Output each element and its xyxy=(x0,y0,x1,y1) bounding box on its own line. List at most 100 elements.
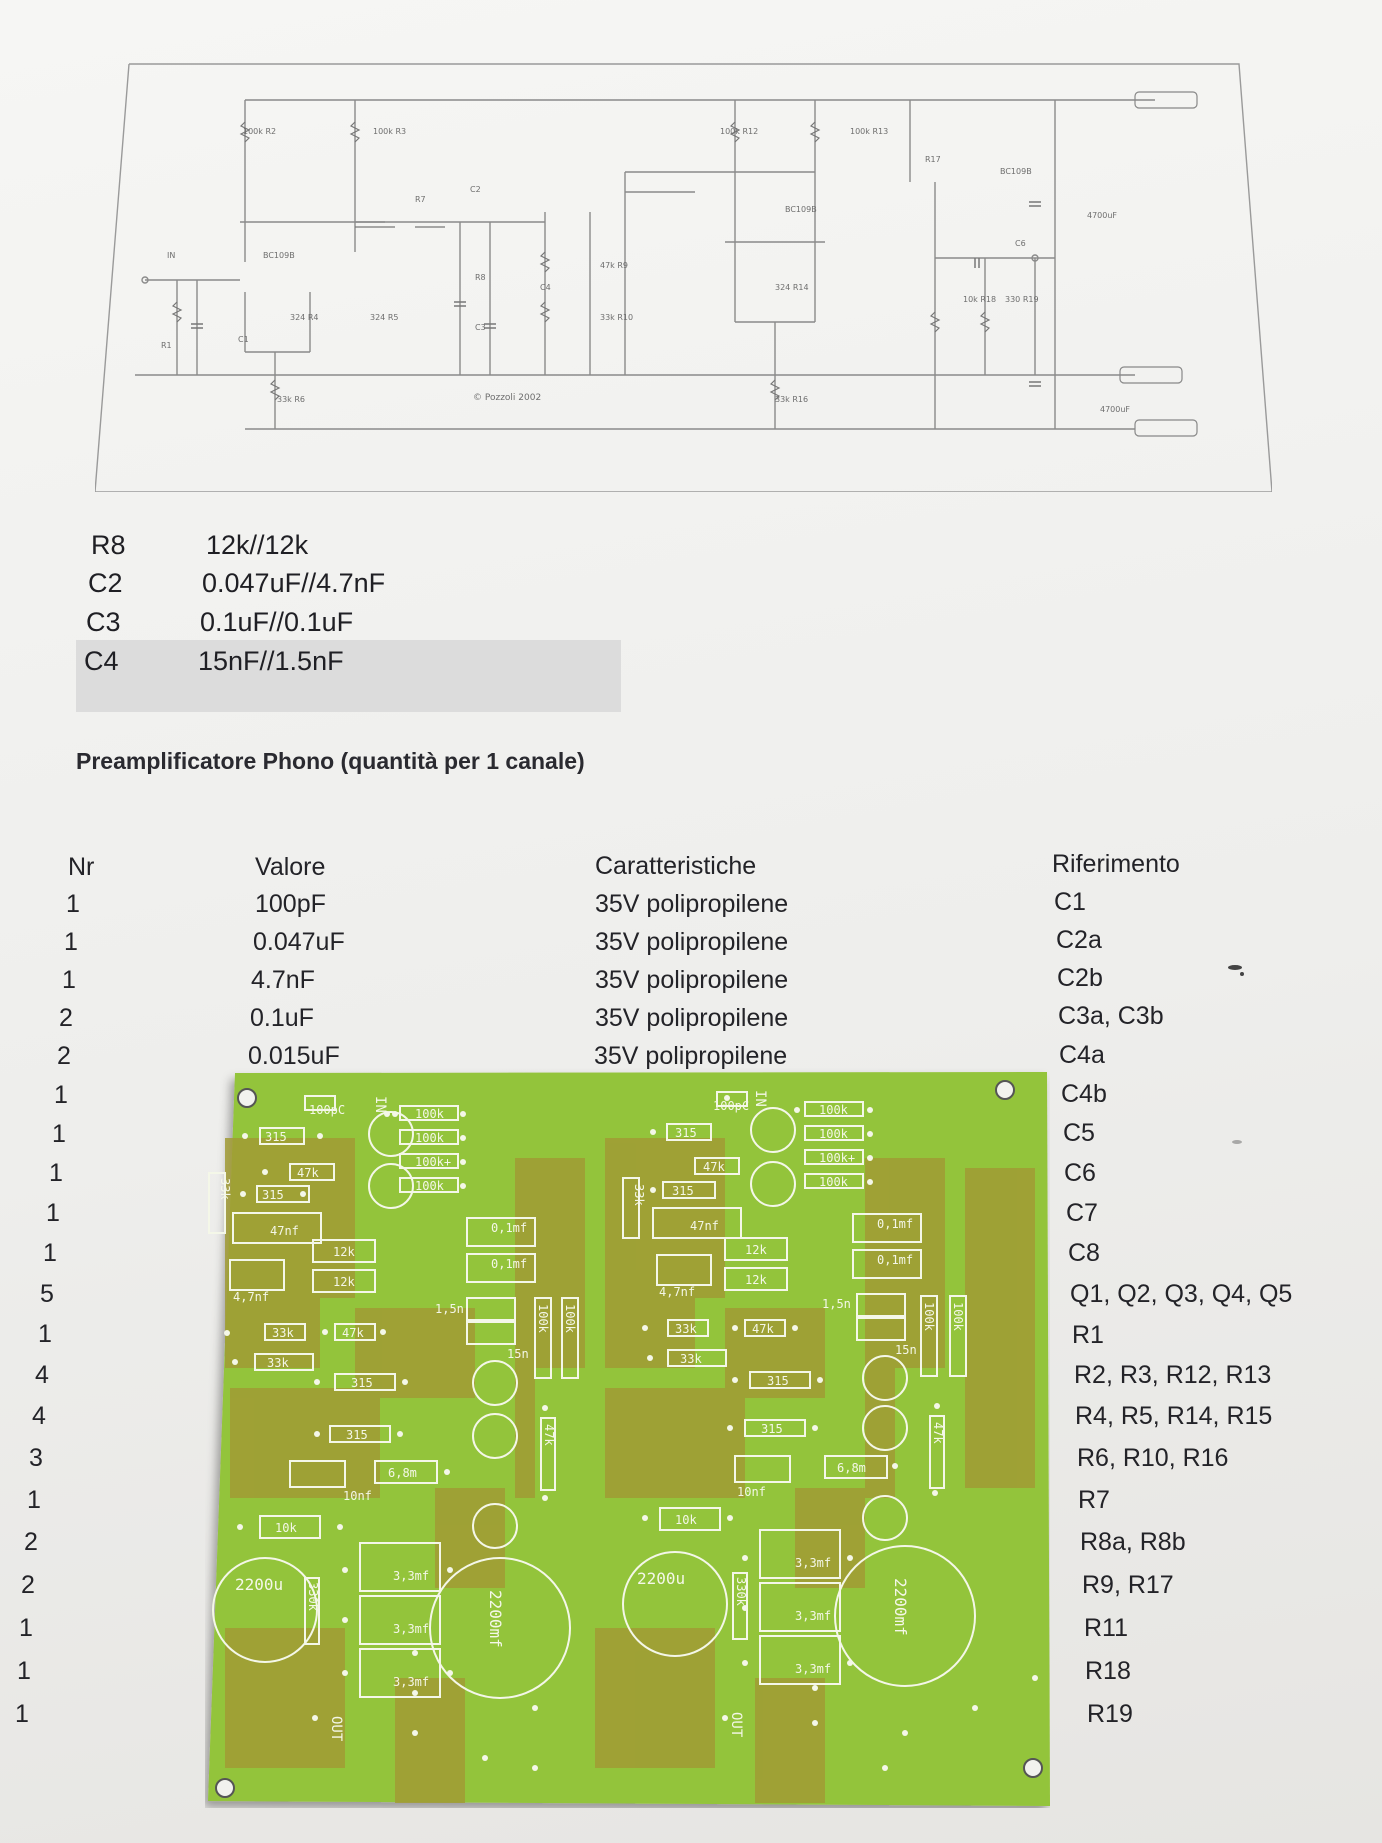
pcb-label-0-1mf-b: 0,1mf xyxy=(877,1253,913,1267)
pcb-label-315c: 315 xyxy=(351,1376,373,1390)
pcb-label-33k-a: 33k xyxy=(675,1322,697,1336)
pcb-label-100k-b: 100k xyxy=(819,1127,849,1141)
schem-r10: 33k R10 xyxy=(600,313,633,322)
schem-c8: 4700uF xyxy=(1100,405,1130,414)
pcb-label-2200mf: 2200mf xyxy=(486,1590,505,1648)
bom-header-valore: Valore xyxy=(255,853,326,881)
paper-speck xyxy=(1240,972,1244,976)
pcb-label-0-1mf-a: 0,1mf xyxy=(491,1221,527,1235)
pcb-label-3-3mf-a: 3,3mf xyxy=(795,1556,831,1570)
schem-c3: C3 xyxy=(475,323,486,332)
pcb-label-100k-b: 100k xyxy=(415,1131,445,1145)
repl-ref: R8 xyxy=(91,530,126,560)
pcb-label-330k: 330k xyxy=(306,1582,320,1612)
pcb-label-100k-d: 100k xyxy=(415,1179,445,1193)
bom-nr: 2 xyxy=(21,1571,35,1599)
bom-nr: 1 xyxy=(38,1320,52,1348)
repl-ref: C4 xyxy=(84,646,119,676)
bom-riferimento: R8a, R8b xyxy=(1080,1528,1186,1556)
repl-value: 15nF//1.5nF xyxy=(198,646,344,676)
schem-r5: 324 R5 xyxy=(370,313,398,322)
repl-value: 0.1uF//0.1uF xyxy=(200,607,354,637)
mounting-hole xyxy=(215,1778,235,1798)
pcb-label-4-7nf: 4,7nf xyxy=(659,1285,695,1299)
bom-caratteristiche: 35V polipropilene xyxy=(595,966,789,994)
schem-bc2: BC109B xyxy=(785,205,817,214)
bom-riferimento: R4, R5, R14, R15 xyxy=(1075,1402,1273,1430)
pcb-label-100k-c: 100k+ xyxy=(415,1155,451,1169)
bom-riferimento: R6, R10, R16 xyxy=(1077,1444,1229,1472)
schem-r8: R8 xyxy=(475,273,486,282)
bom-title: Preamplificatore Phono (quantità per 1 c… xyxy=(76,748,585,774)
repl-ref: C2 xyxy=(88,568,123,598)
bom-riferimento: R19 xyxy=(1087,1700,1133,1728)
bom-riferimento: R18 xyxy=(1085,1657,1131,1685)
pcb-label-100p: 100pC xyxy=(309,1103,345,1117)
bom-caratteristiche: 35V polipropilene xyxy=(594,1042,788,1070)
pcb-label-2200u: 2200u xyxy=(637,1569,685,1588)
pcb-label-315b: 315 xyxy=(262,1188,284,1202)
highlight-band xyxy=(76,640,621,712)
bom-riferimento: C7 xyxy=(1066,1199,1098,1227)
bom-riferimento: C3a, C3b xyxy=(1058,1002,1164,1030)
bom-valore: 0.1uF xyxy=(250,1004,314,1032)
pcb-out-label-left: OUT xyxy=(328,1716,344,1742)
schem-c1: C1 xyxy=(238,335,249,344)
pcb-label-3-3mf-c: 3,3mf xyxy=(393,1675,429,1689)
bom-riferimento: R1 xyxy=(1072,1321,1104,1349)
bom-nr: 5 xyxy=(40,1280,54,1308)
pcb-label-2200u: 2200u xyxy=(235,1575,283,1594)
paper-speck xyxy=(1232,1140,1242,1144)
bom-caratteristiche: 35V polipropilene xyxy=(595,928,789,956)
bom-valore: 100pF xyxy=(255,890,326,918)
schem-r13: 100k R13 xyxy=(850,127,888,136)
pcb-in-label-right: IN xyxy=(752,1090,768,1107)
bom-valore: 0.015uF xyxy=(248,1042,340,1070)
bom-nr: 1 xyxy=(66,890,80,918)
bom-nr: 1 xyxy=(62,966,76,994)
schem-r4: 324 R4 xyxy=(290,313,318,322)
pcb-in-label-left: IN xyxy=(372,1096,388,1113)
bom-riferimento: R9, R17 xyxy=(1082,1571,1174,1599)
bom-riferimento: C2a xyxy=(1056,926,1102,954)
pcb-label-315d: 315 xyxy=(761,1422,783,1436)
replacement-table: R8 12k//12k C2 0.047uF//4.7nF C3 0.1uF//… xyxy=(76,525,636,715)
bom-header-nr: Nr xyxy=(68,853,95,881)
pcb-label-12k-b: 12k xyxy=(745,1273,767,1287)
bom-riferimento: C2b xyxy=(1057,964,1103,992)
pcb-label-315a: 315 xyxy=(265,1130,287,1144)
bom-header-caratteristiche: Caratteristiche xyxy=(595,852,757,880)
pcb-label-47k-v: 47k xyxy=(931,1422,945,1444)
schem-c7: 4700uF xyxy=(1087,211,1117,220)
bom-nr: 1 xyxy=(43,1239,57,1267)
pcb-label-47k: 47k xyxy=(703,1160,725,1174)
pcb-label-3-3mf-c: 3,3mf xyxy=(795,1662,831,1676)
repl-ref: C3 xyxy=(86,607,121,637)
pcb-label-315d: 315 xyxy=(346,1428,368,1442)
pcb-label-15n: 15n xyxy=(507,1347,529,1361)
mounting-hole xyxy=(995,1080,1015,1100)
pcb-label-10k: 10k xyxy=(675,1513,697,1527)
pcb-label-6-8m: 6,8m xyxy=(388,1466,417,1480)
pcb-label-33k-v: 33k xyxy=(218,1178,232,1200)
pcb-label-100p: 100pC xyxy=(713,1099,749,1113)
pcb-label-15n: 15n xyxy=(895,1343,917,1357)
schem-r9: 47k R9 xyxy=(600,261,628,270)
bom-nr: 1 xyxy=(64,928,78,956)
schem-r2: 100k R2 xyxy=(243,127,276,136)
pcb-label-100k-a: 100k xyxy=(415,1107,445,1121)
schem-r18: 10k R18 xyxy=(963,295,996,304)
pcb-label-47nf: 47nf xyxy=(690,1219,719,1233)
pcb-label-6-8m: 6,8m xyxy=(837,1461,866,1475)
pcb-label-33k-v: 33k xyxy=(632,1184,646,1206)
pcb-label-12k-a: 12k xyxy=(333,1245,355,1259)
bom-riferimento: C1 xyxy=(1054,888,1086,916)
pcb-board: IN 100pC 315 47k 315 33k 47nf 4,7nf 12k … xyxy=(208,1072,1050,1806)
schem-bc3: BC109B xyxy=(1000,167,1032,176)
pcb-label-47k-b: 47k xyxy=(752,1322,774,1336)
repl-value: 12k//12k xyxy=(206,530,309,560)
pcb-label-47nf: 47nf xyxy=(270,1224,299,1238)
pcb-out-label-right: OUT xyxy=(728,1712,744,1738)
mounting-hole xyxy=(1023,1758,1043,1778)
schem-r17: R17 xyxy=(925,155,941,164)
